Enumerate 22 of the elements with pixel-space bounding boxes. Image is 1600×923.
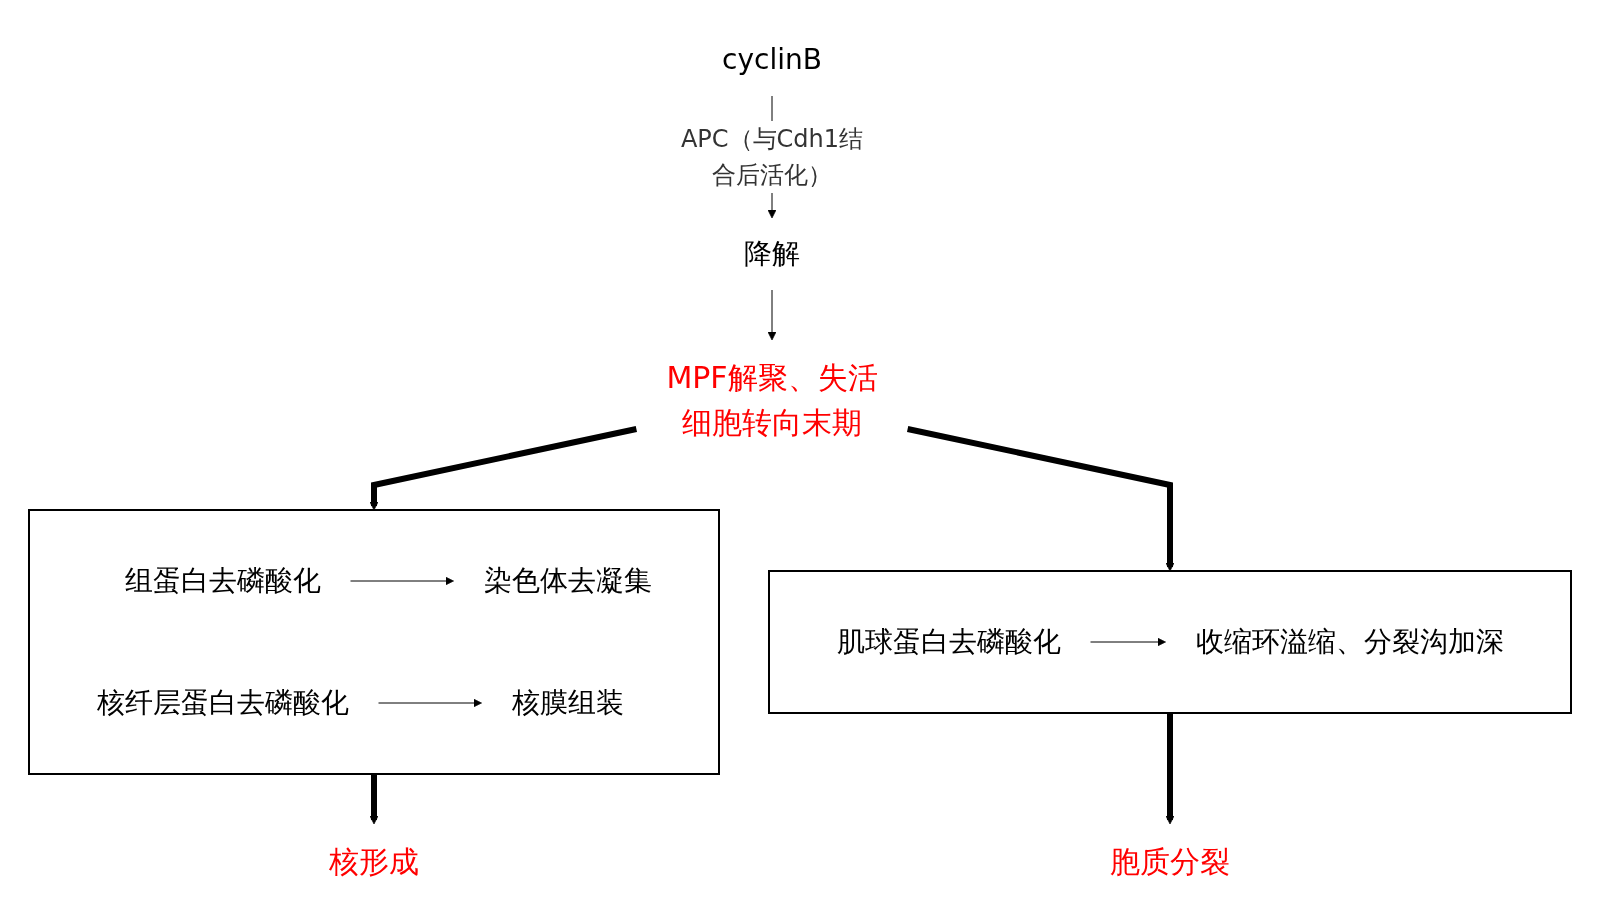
arrow — [350, 576, 454, 586]
node-text: 染色体去凝集 — [483, 564, 652, 597]
arrow — [378, 698, 482, 708]
arrow — [767, 289, 777, 341]
node-text: 核膜组装 — [511, 686, 624, 719]
arrow — [369, 426, 637, 511]
arrow — [369, 774, 379, 825]
node-text: 胞质分裂 — [1110, 844, 1230, 879]
cluster — [28, 509, 720, 775]
arrow — [907, 426, 1175, 572]
node-text: 肌球蛋白去磷酸化 — [836, 625, 1061, 658]
node-text: cyclinB — [722, 43, 822, 76]
arrow — [1090, 637, 1166, 647]
node-text: 降解 — [744, 237, 800, 270]
node-text: 收缩环溢缩、分裂沟加深 — [1195, 625, 1504, 658]
edge-label: APC（与Cdh1结合后活化） — [680, 125, 864, 189]
cluster — [768, 570, 1572, 714]
node-text: 核形成 — [329, 844, 419, 879]
node-text: 核纤层蛋白去磷酸化 — [96, 686, 349, 719]
arrow — [1165, 713, 1175, 825]
node-text: 组蛋白去磷酸化 — [124, 564, 321, 597]
node-text: MPF解聚、失活 细胞转向末期 — [666, 360, 878, 440]
